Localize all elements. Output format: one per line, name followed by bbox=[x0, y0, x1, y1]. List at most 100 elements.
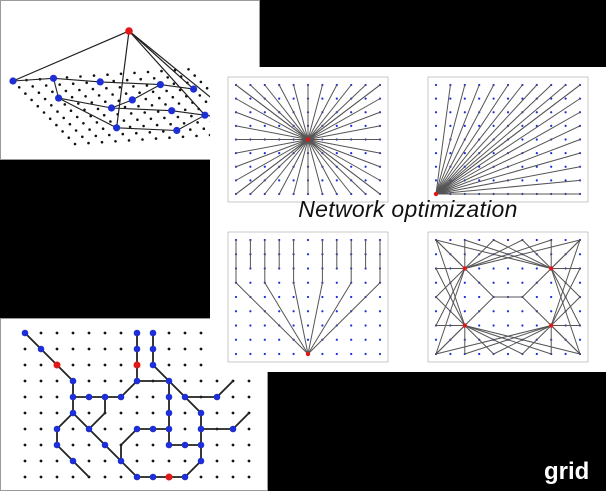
footer-text: grid bbox=[544, 458, 590, 485]
grid-point bbox=[23, 411, 27, 415]
grid-point bbox=[350, 338, 353, 341]
grid-point bbox=[263, 152, 266, 155]
grid-point bbox=[122, 119, 126, 122]
grid-point bbox=[535, 267, 538, 270]
network-edge bbox=[307, 139, 381, 168]
grid-point bbox=[160, 69, 163, 73]
grid-point bbox=[17, 86, 21, 89]
grid-point bbox=[95, 121, 99, 124]
center-node bbox=[462, 266, 467, 271]
grid-point bbox=[215, 379, 219, 383]
grid-point bbox=[23, 347, 27, 351]
grid-point bbox=[23, 427, 27, 431]
grid-point bbox=[249, 352, 252, 356]
grid-point bbox=[249, 324, 252, 327]
network-edge bbox=[307, 139, 381, 195]
grid-point bbox=[24, 92, 27, 95]
grid-point bbox=[306, 281, 310, 284]
network-node bbox=[168, 107, 176, 115]
grid-point bbox=[82, 122, 85, 125]
grid-point bbox=[37, 91, 41, 94]
grid-point bbox=[364, 97, 367, 100]
network-edge bbox=[464, 325, 495, 355]
grid-point bbox=[23, 363, 27, 367]
network-path bbox=[201, 412, 250, 430]
grid-point bbox=[378, 295, 382, 299]
network-edge bbox=[307, 84, 352, 140]
grid-point bbox=[103, 379, 107, 383]
grid-point bbox=[492, 124, 495, 127]
grid-point bbox=[56, 110, 59, 113]
network-edge bbox=[435, 84, 480, 195]
network-edge bbox=[435, 125, 581, 195]
grid-point bbox=[109, 120, 112, 123]
network-edge bbox=[521, 325, 552, 355]
grid-point bbox=[478, 267, 481, 270]
grid-point bbox=[215, 411, 219, 415]
grid-point bbox=[91, 87, 95, 91]
network-edge bbox=[435, 84, 581, 195]
grid-point bbox=[535, 111, 538, 114]
network-edge bbox=[307, 139, 381, 181]
grid-point bbox=[306, 267, 310, 270]
grid-point bbox=[96, 107, 100, 111]
network-path bbox=[88, 397, 106, 430]
grid-point bbox=[292, 179, 295, 182]
grid-point bbox=[132, 85, 135, 88]
grid-point bbox=[335, 179, 338, 182]
grid-point bbox=[137, 104, 140, 108]
grid-point bbox=[144, 97, 148, 101]
grid-point bbox=[135, 395, 139, 399]
network-edge bbox=[464, 239, 552, 269]
grid-point bbox=[378, 338, 382, 341]
network-node bbox=[229, 425, 237, 433]
network-node bbox=[96, 78, 104, 86]
grid-point bbox=[102, 113, 106, 117]
network-node bbox=[69, 457, 77, 465]
grid-point bbox=[215, 475, 219, 479]
grid-point bbox=[202, 127, 206, 130]
grid-point bbox=[118, 86, 122, 89]
grid-point bbox=[70, 95, 74, 99]
grid-point bbox=[263, 324, 266, 327]
network-node bbox=[197, 409, 205, 417]
grid-point bbox=[44, 84, 48, 87]
grid-point bbox=[364, 124, 367, 127]
grid-point bbox=[492, 267, 495, 270]
center-node bbox=[305, 137, 311, 142]
network-node bbox=[213, 393, 221, 401]
network-node bbox=[197, 441, 205, 449]
grid-point bbox=[306, 324, 310, 327]
grid-point bbox=[249, 152, 252, 155]
center-node bbox=[549, 323, 554, 328]
grid-point bbox=[278, 97, 281, 100]
grid-point bbox=[42, 111, 46, 114]
grid-point bbox=[247, 475, 251, 479]
grid-point bbox=[434, 111, 438, 114]
grid-point bbox=[167, 331, 171, 335]
network-node bbox=[117, 393, 125, 401]
network-edge bbox=[264, 282, 309, 355]
network-edge bbox=[464, 296, 495, 326]
grid-point bbox=[62, 116, 65, 120]
grid-point bbox=[55, 395, 59, 399]
grid-point bbox=[521, 179, 524, 182]
grid-point bbox=[550, 165, 553, 168]
grid-point bbox=[143, 111, 146, 114]
grid-point bbox=[87, 379, 91, 383]
grid-point bbox=[172, 82, 176, 85]
grid-point bbox=[578, 310, 582, 313]
grid-point bbox=[112, 79, 115, 83]
grid-point bbox=[39, 427, 43, 431]
center-node bbox=[305, 351, 311, 357]
grid-point bbox=[478, 97, 481, 100]
network-edge bbox=[493, 239, 552, 269]
grid-point bbox=[321, 179, 324, 182]
network-edge bbox=[435, 84, 567, 195]
network-node bbox=[133, 473, 141, 481]
grid-point bbox=[155, 123, 159, 127]
network-edge bbox=[12, 30, 130, 82]
network-path bbox=[185, 380, 234, 398]
network-edge bbox=[521, 239, 552, 269]
network-edge bbox=[307, 139, 381, 154]
